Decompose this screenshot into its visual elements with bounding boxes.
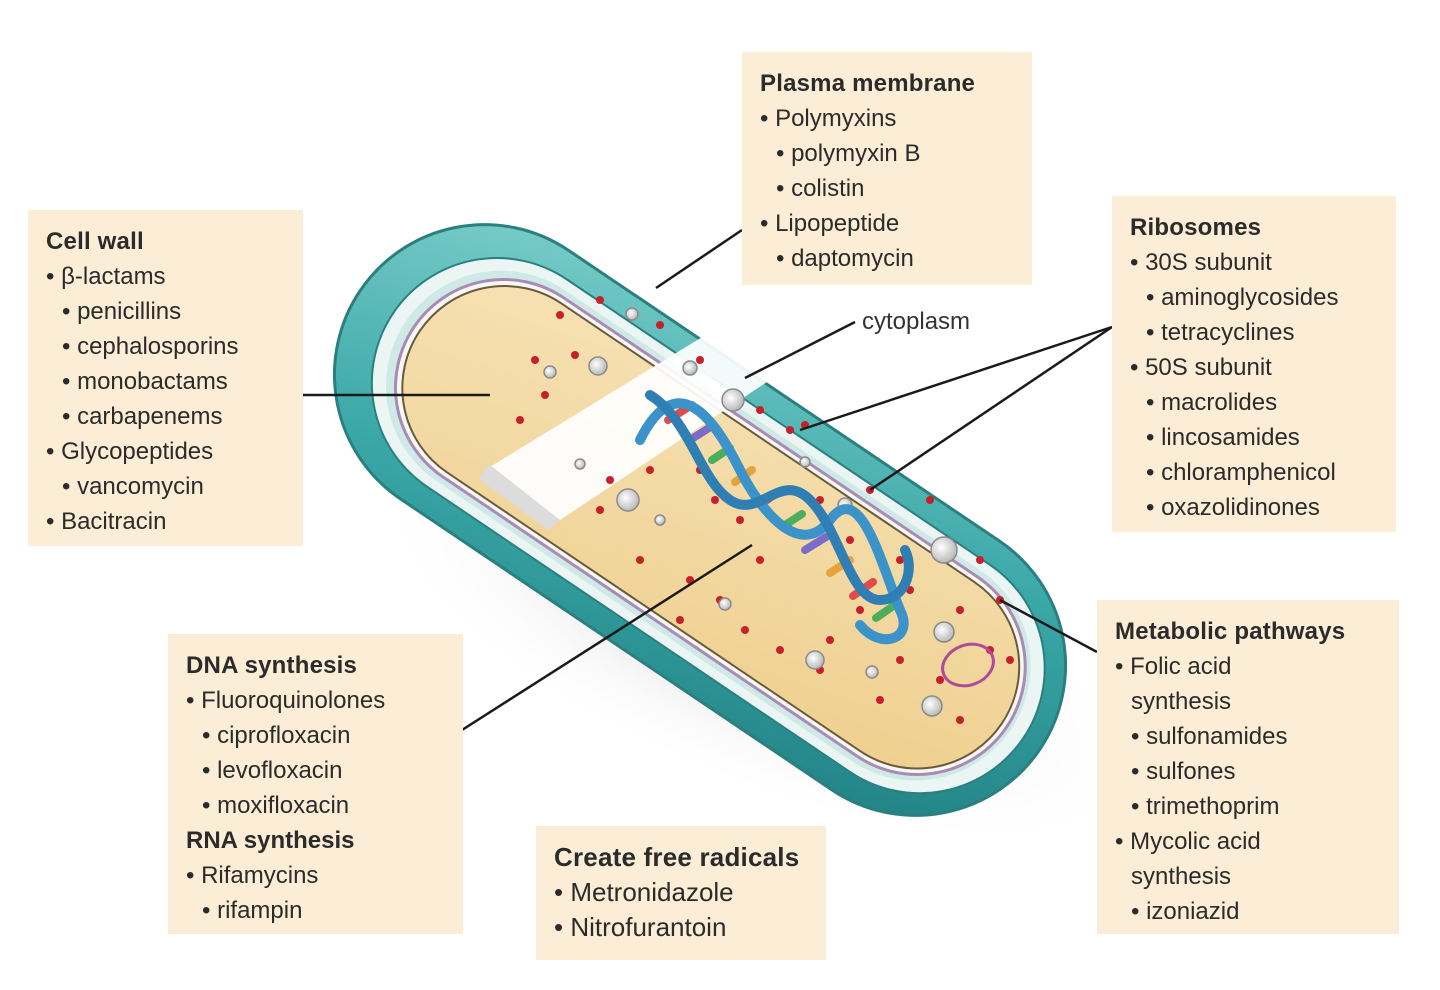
item: • penicillins	[62, 298, 182, 325]
item: • cephalosporins	[62, 333, 239, 360]
item: • monobactams	[62, 368, 228, 395]
item: • macrolides	[1146, 389, 1278, 416]
item: • tetracyclines	[1146, 319, 1295, 346]
leader-lines	[303, 228, 1113, 732]
leader-metabolic	[999, 598, 1098, 654]
item: • aminoglycosides	[1146, 284, 1339, 311]
item: • Rifamycins	[186, 862, 319, 889]
item: • Bacitracin	[46, 508, 167, 535]
item: • ciprofloxacin	[202, 722, 351, 749]
item: • polymyxin B	[776, 140, 921, 167]
leader-ribosome-2	[869, 325, 1113, 492]
item: • Mycolic acid	[1115, 828, 1261, 855]
item: • chloramphenicol	[1146, 459, 1336, 486]
item: • Metronidazole	[554, 877, 734, 907]
item: • daptomycin	[776, 245, 914, 272]
item: • Lipopeptide	[760, 210, 900, 237]
item: • 30S subunit	[1130, 249, 1272, 276]
item: • Fluoroquinolones	[186, 687, 386, 714]
dna-synthesis-title: DNA synthesis	[186, 652, 358, 679]
item: • vancomycin	[62, 473, 204, 500]
item: • Glycopeptides	[46, 438, 214, 465]
dna-helix	[635, 390, 914, 645]
item: • 50S subunit	[1130, 354, 1272, 381]
ribosomes-box: Ribosomes • 30S subunit • aminoglycoside…	[1112, 196, 1396, 532]
dna-rna-synthesis-box: DNA synthesis • Fluoroquinolones • cipro…	[168, 634, 463, 934]
item: • lincosamides	[1146, 424, 1300, 451]
ribosomes-title: Ribosomes	[1130, 214, 1262, 241]
leader-dna	[461, 543, 753, 732]
item: • carbapenems	[62, 403, 223, 430]
leader-cytoplasm	[744, 320, 856, 380]
rna-synthesis-title: RNA synthesis	[186, 827, 355, 854]
item: • Nitrofurantoin	[554, 912, 727, 942]
granules	[543, 307, 958, 717]
cell-wall-box: Cell wall • β-lactams • penicillins • ce…	[28, 210, 303, 546]
metabolic-pathways-title: Metabolic pathways	[1115, 618, 1346, 645]
item: • izoniazid	[1131, 898, 1240, 925]
item: synthesis	[1131, 863, 1232, 890]
free-radicals-title: Create free radicals	[554, 842, 800, 872]
item: • sulfonamides	[1131, 723, 1288, 750]
item: • rifampin	[202, 897, 303, 924]
item: • Polymyxins	[760, 105, 897, 132]
item: • Folic acid	[1115, 653, 1232, 680]
plasma-membrane-box: Plasma membrane • Polymyxins • polymyxin…	[742, 52, 1032, 285]
ribosomes	[516, 296, 1014, 724]
cytoplasm-label: cytoplasm	[862, 308, 971, 335]
item: • β-lactams	[46, 263, 166, 290]
free-radicals-box: Create free radicals • Metronidazole • N…	[536, 826, 826, 960]
item: • colistin	[776, 175, 865, 202]
leader-plasma-membrane	[655, 228, 743, 290]
cutaway-section	[478, 320, 800, 530]
cell-wall-title: Cell wall	[46, 228, 144, 255]
item: • levofloxacin	[202, 757, 343, 784]
leader-ribosome-1	[799, 325, 1113, 432]
plasmid	[941, 642, 995, 688]
item: • moxifloxacin	[202, 792, 350, 819]
item: • trimethoprim	[1131, 793, 1280, 820]
item: • sulfones	[1131, 758, 1236, 785]
item: synthesis	[1131, 688, 1232, 715]
metabolic-pathways-box: Metabolic pathways • Folic acid synthesi…	[1097, 600, 1399, 934]
item: • oxazolidinones	[1146, 494, 1320, 521]
plasma-membrane-title: Plasma membrane	[760, 70, 976, 97]
